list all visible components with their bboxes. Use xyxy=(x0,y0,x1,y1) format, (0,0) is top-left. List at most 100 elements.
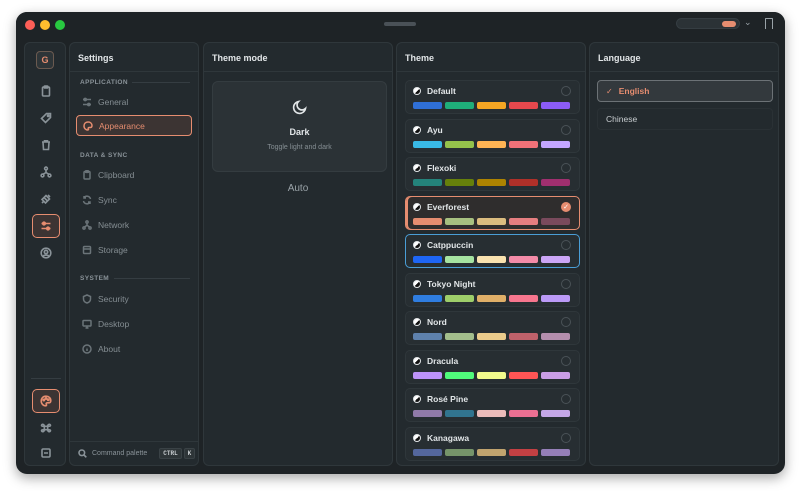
color-swatch xyxy=(509,410,538,417)
title-toggle[interactable] xyxy=(676,18,740,29)
contrast-icon xyxy=(413,241,421,249)
radio-icon[interactable] xyxy=(561,317,571,327)
search-icon xyxy=(78,449,87,458)
chevron-down-icon[interactable]: ⌄ xyxy=(744,17,752,27)
nav-item-label: Clipboard xyxy=(98,169,135,180)
theme-card[interactable]: Kanagawa xyxy=(405,426,580,461)
color-swatch xyxy=(541,294,570,302)
color-swatch xyxy=(509,179,538,186)
color-swatch xyxy=(477,410,506,417)
color-swatch xyxy=(413,333,442,340)
nav-item-security[interactable]: Security xyxy=(76,288,192,309)
radio-icon[interactable] xyxy=(561,278,571,289)
color-swatch xyxy=(541,448,570,456)
trash-icon[interactable] xyxy=(32,133,60,157)
radio-icon[interactable] xyxy=(561,394,571,404)
color-swatches xyxy=(413,140,570,148)
tag-icon[interactable] xyxy=(32,106,60,130)
nav-item-appearance[interactable]: Appearance xyxy=(76,115,192,136)
radio-icon[interactable] xyxy=(561,432,571,443)
color-swatch xyxy=(541,410,570,417)
color-swatch xyxy=(445,179,474,186)
theme-card[interactable]: Flexoki xyxy=(405,157,580,191)
contrast-icon xyxy=(413,279,421,288)
mode-option-auto[interactable]: Auto xyxy=(287,183,309,194)
color-swatch xyxy=(445,217,474,225)
bookmark-icon[interactable] xyxy=(765,18,773,29)
settings-panel: Settings APPLICATION General Appearance … xyxy=(69,42,199,466)
command-palette-bar[interactable]: Command palette CTRL K xyxy=(70,441,198,465)
theme-card[interactable]: Rosé Pine xyxy=(405,388,580,422)
color-swatch xyxy=(477,333,506,340)
theme-name: Ayu xyxy=(427,124,443,135)
clipboard-icon[interactable] xyxy=(32,79,60,103)
color-swatches xyxy=(413,371,570,379)
divider xyxy=(204,71,392,72)
minimize-window-button[interactable] xyxy=(40,20,50,30)
contrast-icon xyxy=(413,433,421,442)
radio-icon[interactable] xyxy=(561,86,571,96)
color-swatch xyxy=(413,371,442,379)
nav-item-desktop[interactable]: Desktop xyxy=(76,313,192,334)
app-window: ⌄ G xyxy=(16,12,785,474)
color-swatch xyxy=(541,371,570,379)
close-window-button[interactable] xyxy=(25,20,35,30)
radio-icon[interactable] xyxy=(561,355,571,366)
palette-icon[interactable] xyxy=(32,389,60,413)
theme-card[interactable]: Dracula xyxy=(405,349,580,384)
app-logo[interactable]: G xyxy=(36,51,54,69)
nav-item-network[interactable]: Network xyxy=(76,214,192,235)
kbd-ctrl: CTRL xyxy=(159,448,182,459)
language-title: Language xyxy=(598,53,641,63)
color-swatch xyxy=(413,140,442,148)
color-swatches xyxy=(413,217,570,225)
contrast-icon xyxy=(413,125,421,134)
nav-item-clipboard[interactable]: Clipboard xyxy=(76,164,192,185)
theme-card[interactable]: Ayu xyxy=(405,118,580,153)
settings-title: Settings xyxy=(78,53,114,63)
theme-card[interactable]: Catppuccin xyxy=(405,234,580,268)
user-circle-icon[interactable] xyxy=(32,241,60,265)
maximize-window-button[interactable] xyxy=(55,20,65,30)
radio-icon[interactable] xyxy=(561,163,571,173)
color-swatch xyxy=(541,333,570,340)
theme-card[interactable]: Everforest✓ xyxy=(405,195,580,230)
nav-item-general[interactable]: General xyxy=(76,91,192,112)
box-icon[interactable] xyxy=(32,441,60,465)
theme-card[interactable]: Nord xyxy=(405,311,580,345)
command-icon[interactable] xyxy=(32,416,60,440)
check-circle-icon[interactable]: ✓ xyxy=(561,201,571,212)
nav-item-storage[interactable]: Storage xyxy=(76,239,192,260)
color-swatch xyxy=(477,140,506,148)
nav-item-about[interactable]: About xyxy=(76,338,192,359)
kbd-k: K xyxy=(183,448,196,459)
color-swatch xyxy=(445,256,474,263)
plug-icon[interactable] xyxy=(32,187,60,211)
color-swatches xyxy=(413,102,570,109)
color-swatch xyxy=(445,371,474,379)
color-swatch xyxy=(445,140,474,148)
theme-name: Nord xyxy=(427,317,447,327)
contrast-icon xyxy=(413,164,421,172)
divider xyxy=(132,82,190,83)
sliders-icon[interactable] xyxy=(32,214,60,238)
theme-card[interactable]: Default xyxy=(405,80,580,114)
theme-name: Kanagawa xyxy=(427,432,470,443)
rail-divider xyxy=(31,378,61,379)
color-swatch xyxy=(509,217,538,225)
network-icon[interactable] xyxy=(32,160,60,184)
drag-handle[interactable] xyxy=(384,22,416,26)
shortcut-keys: CTRL K xyxy=(159,448,196,459)
color-swatch xyxy=(477,294,506,302)
color-swatches xyxy=(413,410,570,417)
language-option-chinese[interactable]: Chinese xyxy=(597,108,773,130)
language-option-english[interactable]: ✓ English xyxy=(597,80,773,102)
nav-item-label: Sync xyxy=(98,194,117,205)
radio-icon[interactable] xyxy=(561,240,571,250)
theme-card[interactable]: Tokyo Night xyxy=(405,272,580,307)
nav-item-sync[interactable]: Sync xyxy=(76,189,192,210)
radio-icon[interactable] xyxy=(561,124,571,135)
mode-option-dark[interactable]: Dark Toggle light and dark xyxy=(212,81,387,172)
color-swatch xyxy=(509,256,538,263)
